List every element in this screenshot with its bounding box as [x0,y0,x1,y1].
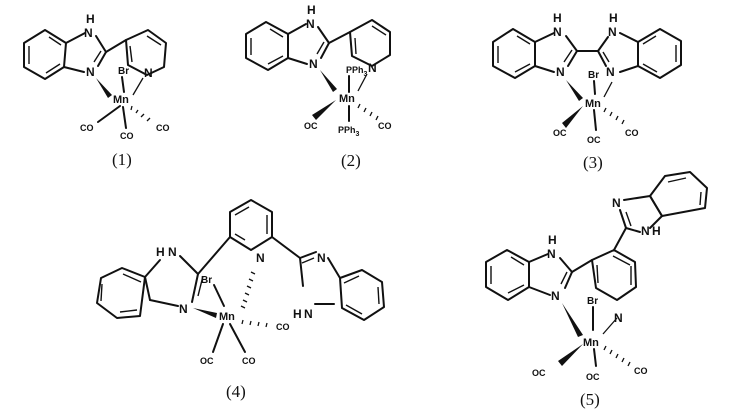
nh-nitrogen-label: N [553,25,562,39]
manganese-label: Mn [585,98,601,110]
carbonyl-label: OC [587,135,601,145]
pph3-label: PPh3 [346,65,368,78]
nh-hydrogen-label: H [156,245,165,259]
nh-nitrogen-label: N [304,307,313,321]
caption-2: (2) [341,151,361,170]
benzimidazole-2 [245,21,330,71]
benzimidazole-4a [96,236,231,319]
imine-nitrogen-label: N [556,65,565,79]
bromine-label: Br [201,275,212,286]
pyridine-nitrogen-label: N [368,61,377,75]
carbonyl-label: CO [276,322,290,332]
nh-nitrogen-label: N [608,25,617,39]
caption-3: (3) [583,153,603,172]
nh-hydrogen-label: H [548,233,557,247]
carbonyl-label: OC [553,128,567,138]
imine-nitrogen-label: N [86,65,95,79]
nh-nitrogen-label: N [168,245,177,259]
npy-mn-bond [357,73,368,92]
imine-nitrogen-label: N [612,196,621,210]
n-mn-wedge [562,303,583,337]
manganese-label: Mn [219,311,235,323]
nh-hydrogen-label: H [293,307,302,321]
caption-1: (1) [112,150,132,169]
oc-mn-wedge [562,106,583,128]
complex-3: H N N H N N Br Mn OC [492,11,682,172]
n-mn-wedge [96,78,112,98]
bromine-label: Br [588,70,599,81]
nh-hydrogen-label: H [553,11,562,25]
complex-4: N H N N N H [96,199,385,401]
manganese-label: Mn [113,94,129,106]
benzimidazole-3b [597,28,682,79]
imine-nitrogen-label: N [606,65,615,79]
nh-nitrogen-label: N [84,26,93,40]
manganese-label: Mn [339,93,355,105]
imine-nitrogen-label: N [179,302,188,316]
imine-nitrogen-label: N [309,57,318,71]
nh-nitrogen-label: N [547,247,556,261]
oc-mn-wedge [312,100,336,120]
nh-hydrogen-label: H [86,12,95,26]
mn-br-bond [121,76,125,93]
pph3-label: PPh3 [338,125,360,138]
hash-bond [603,345,631,367]
complex-5: H N N N N N H Br Mn [485,171,708,409]
hash-bond [357,103,379,121]
n-mn-bond [603,81,613,98]
carbonyl-label: OC [586,372,600,382]
carbonyl-label: CO [80,123,94,133]
carbonyl-label: OC [304,121,318,131]
pyridine-nitrogen-label: N [144,66,153,80]
carbonyl-label: CO [378,121,392,131]
carbonyl-label: OC [200,356,214,366]
complex-1: H N N N Br Mn CO CO CO (1) [23,12,170,169]
carbonyl-label: CO [242,356,256,366]
bromine-label: Br [118,66,129,77]
benzimidazole-5b [619,171,708,233]
npy-mn-bond [602,317,618,335]
npy-mn-bond [132,77,144,96]
nh-nitrogen-label: N [641,224,650,238]
pyridine-nitrogen-label: N [614,311,623,325]
caption-5: (5) [580,390,600,409]
pyridine-nitrogen-label: N [256,251,265,265]
pyridine-1 [105,29,167,76]
imine-nitrogen-label: N [551,289,560,303]
nh-nitrogen-label: N [306,17,315,31]
nh-hydrogen-label: H [652,224,661,238]
carbonyl-label: CO [120,131,134,141]
nh-hydrogen-label: H [609,11,618,25]
hash-bond [240,271,256,309]
hash-bond [241,319,268,328]
complex-2: H N N N PPh3 Mn OC CO PPh3 (2) [245,3,392,170]
carbonyl-label: CO [625,128,639,138]
benzimidazole-1 [23,29,107,80]
caption-4: (4) [226,382,246,401]
benzimidazole-5a [485,249,573,301]
nh-hydrogen-label: H [307,3,316,17]
n-mn-wedge [566,80,583,101]
n-mn-wedge [193,308,217,318]
manganese-label: Mn [583,337,599,349]
carbonyl-label: CO [634,366,648,376]
pyridine-4 [229,199,273,251]
n-mn-wedge [320,70,337,92]
imine-nitrogen-label: N [317,251,326,265]
oc-mn-wedge [558,344,583,366]
pyridine-benzimidazole-bond [613,227,627,251]
hash-bond [130,105,151,122]
carbonyl-label: OC [532,368,546,378]
benzimidazole-4b [271,236,385,321]
hash-bond [603,107,625,125]
carbonyl-label: CO [156,123,170,133]
bromine-label: Br [587,296,598,307]
pyridine-5 [571,249,637,301]
pyridine-2 [328,19,391,67]
benzimidazole-3a [492,28,578,79]
